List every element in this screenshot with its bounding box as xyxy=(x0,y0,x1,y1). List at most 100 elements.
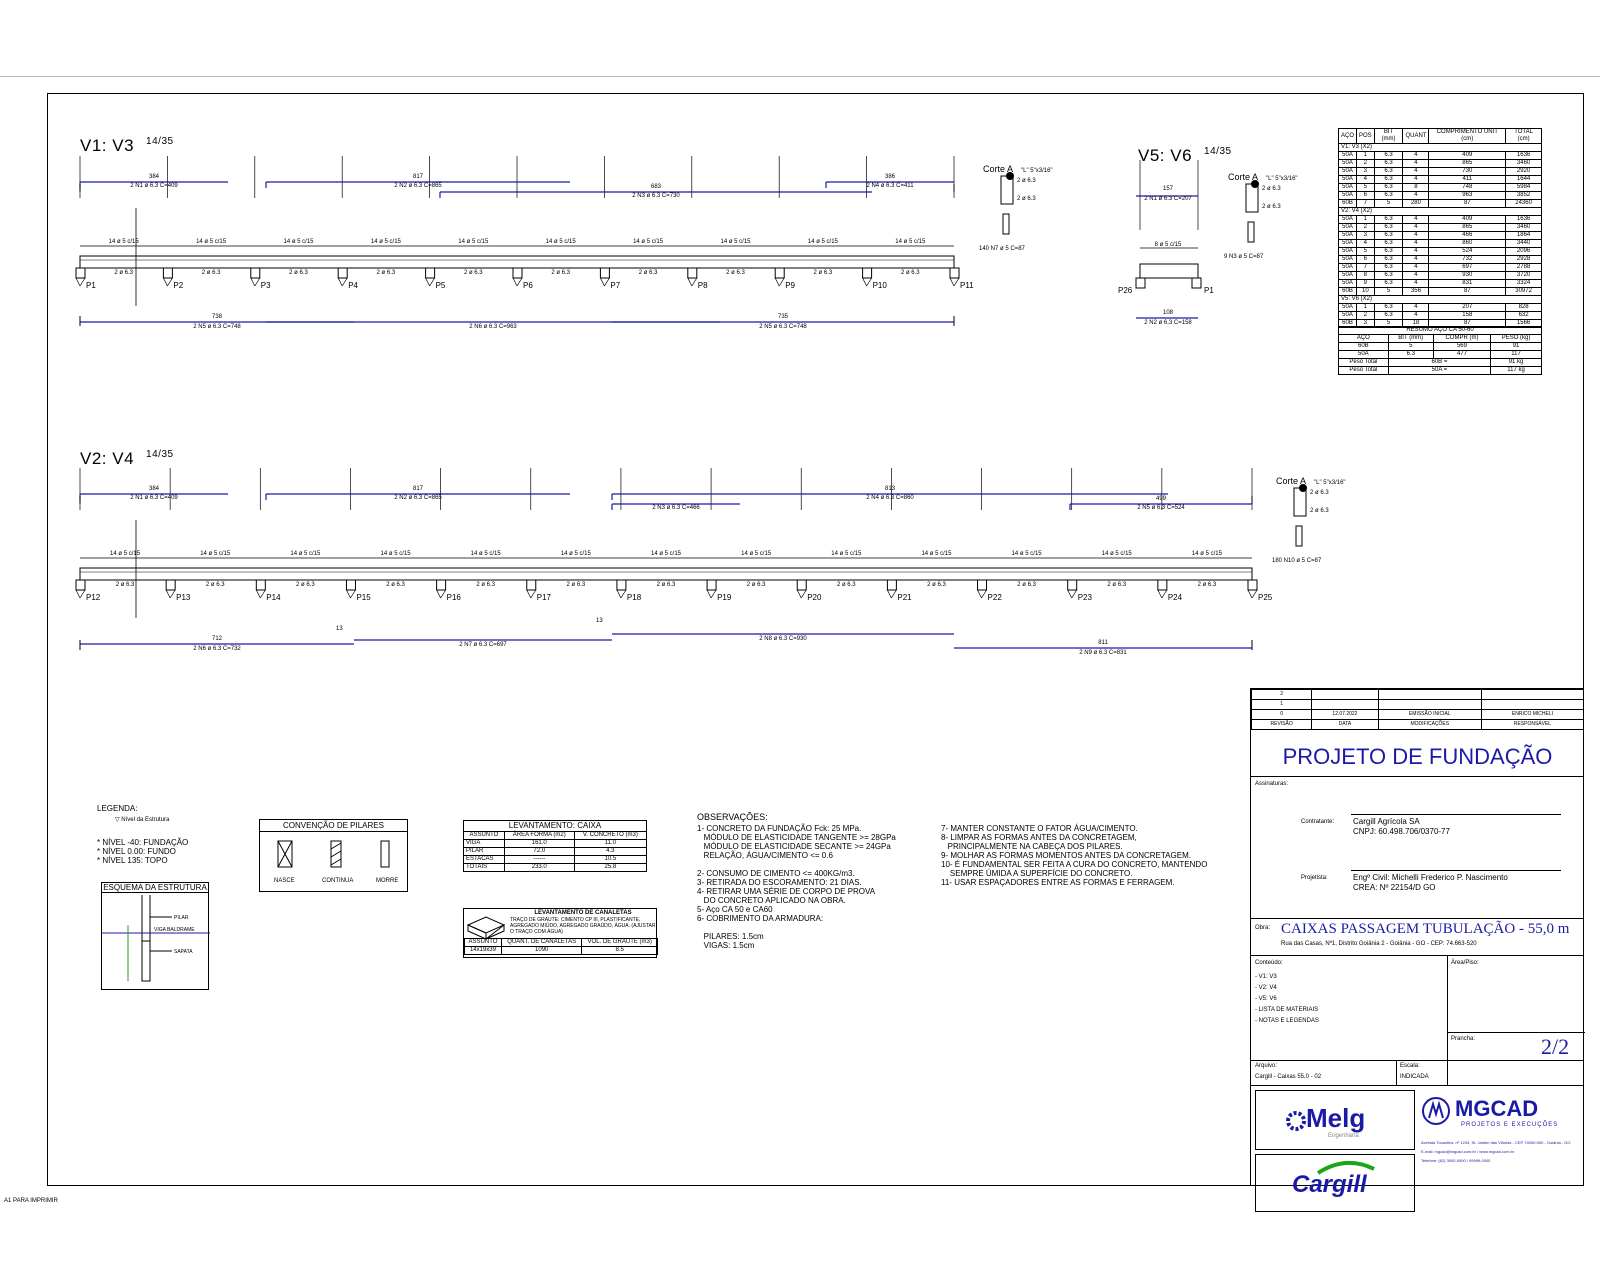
pillar-break xyxy=(800,589,807,599)
pillar-break xyxy=(79,277,86,287)
top-bar-section-label: 2 ø 6.3 xyxy=(201,270,221,276)
obs-item: 2- CONSUMO DE CIMENTO <= 400KG/m3. xyxy=(697,869,855,878)
pillar-break xyxy=(1071,589,1077,599)
pillar-stub xyxy=(512,267,523,279)
stirrup-label: 14 ø 5 c/15 xyxy=(633,239,664,245)
stirrup-label: 14 ø 5 c/15 xyxy=(110,551,141,557)
melg-logo: Melg Engenharia xyxy=(1255,1090,1415,1150)
pillar-stub xyxy=(862,267,873,279)
pillar-stub xyxy=(1067,579,1078,591)
obs-item: 6- COBRIMENTO DA ARMADURA: xyxy=(697,914,824,923)
top-bar-section-label: 2 ø 6.3 xyxy=(1017,582,1036,588)
pillar-stub xyxy=(977,579,988,591)
top-bar-section-label: 2 ø 6.3 xyxy=(551,270,571,276)
sheet-border xyxy=(0,76,1600,1205)
pillar-break xyxy=(167,277,173,287)
top-bar-section-label: 2 ø 6.3 xyxy=(386,582,405,588)
channel-note: TRAÇO DE GRAUTE: CIMENTO CP III, PLASTIF… xyxy=(510,917,656,935)
rebar-label: 2 N5 ø 6.3 C=748 xyxy=(759,324,807,330)
pillar-label: P1 xyxy=(86,281,96,290)
stirrup-label: 14 ø 5 c/15 xyxy=(831,551,862,557)
steel-group-row: V5: V6 (X2) xyxy=(1338,295,1542,304)
pillar-stub xyxy=(165,579,176,591)
pillar-break xyxy=(75,277,81,287)
level-icon: ▽ xyxy=(115,817,120,823)
corte-stirrup xyxy=(1002,213,1010,235)
stirrup-label: 14 ø 5 c/15 xyxy=(650,551,682,557)
top-bar-section-label: 2 ø 6.3 xyxy=(1107,582,1127,588)
stirrup-label: 14 ø 5 c/15 xyxy=(200,551,231,557)
pillar-break xyxy=(436,589,441,599)
pillar-label: P4 xyxy=(348,281,358,290)
pillar-break xyxy=(341,277,348,287)
rebar-dim: 712 xyxy=(211,636,223,642)
pillar-break xyxy=(337,277,343,287)
pillar-break xyxy=(79,589,86,599)
beam-body xyxy=(79,567,1253,581)
steel-group-row: V1: V3 (X2) xyxy=(1338,143,1542,152)
project-title: PROJETO DE FUNDAÇÃO xyxy=(1251,730,1584,777)
rebar-label: 2 N9 ø 6.3 C=831 xyxy=(1079,650,1127,656)
pillar-break xyxy=(1247,589,1253,599)
pillar-break xyxy=(949,277,955,287)
pillar-break xyxy=(710,589,717,599)
pillar-break xyxy=(1157,589,1163,599)
rebar-label: 2 N1 ø 6.3 C=409 xyxy=(130,495,178,501)
mgcad-mark-icon xyxy=(1422,1097,1450,1125)
rebar-dim: 738 xyxy=(211,314,223,320)
file-area: Arquivo: Cargill - Caixas 55,0 - 02 Esca… xyxy=(1251,1061,1584,1086)
gear-icon xyxy=(1286,1111,1306,1131)
stirrup-label: 14 ø 5 c/15 xyxy=(720,239,751,245)
conv-morre: MORRE xyxy=(376,878,399,884)
rebar-dim: 384 xyxy=(148,486,160,492)
corte-stirrup-label: 140 N7 ø 5 C=87 xyxy=(979,246,1025,252)
pillar-label: P15 xyxy=(356,593,371,602)
pillar-stub xyxy=(1157,579,1168,591)
obra-address: Rua das Casas, Nº1, Distrito Goiânia 2 -… xyxy=(1281,941,1477,947)
obs-item: VIGAS: 1.5cm xyxy=(697,941,755,950)
rebar-mark: 13 xyxy=(336,626,343,632)
corte-note: "L" 5"x3/16" xyxy=(1266,176,1298,182)
legend-item: * NÍVEL 0.00: FUNDO xyxy=(97,847,176,856)
pillar-label: P10 xyxy=(872,281,887,290)
rebar-dim: 817 xyxy=(412,174,424,180)
mgcad-info-line: E-mail: mgcad@mgcad.com.br / www.mgcad.c… xyxy=(1421,1149,1515,1154)
pillar-label: P23 xyxy=(1077,593,1092,602)
pillar-stub xyxy=(796,579,807,591)
corte-note: "L" 5"x3/16" xyxy=(1314,480,1346,486)
stirrup-label: 14 ø 5 c/15 xyxy=(380,551,411,557)
top-bar-section-label: 2 ø 6.3 xyxy=(289,270,308,276)
schema-label-pilar: PILAR xyxy=(174,915,189,921)
pillar-break xyxy=(616,589,622,599)
pillar-label: P17 xyxy=(536,593,551,602)
pillar-break xyxy=(530,589,537,599)
arquivo-label: Arquivo: xyxy=(1255,1063,1278,1069)
rebar-dim: 813 xyxy=(884,486,896,492)
stirrup-label: 14 ø 5 c/15 xyxy=(108,239,139,245)
corte-bar-label: 2 ø 6.3 xyxy=(1017,178,1036,184)
pillar-conv-title: CONVENÇÃO DE PILARES xyxy=(260,820,407,832)
conteudo-item: - V2: V4 xyxy=(1255,985,1277,991)
obs-item: 3- RETIRADA DO ESCORAMENTO: 21 DIAS. xyxy=(697,878,862,887)
contratante-label: Contratante: xyxy=(1301,819,1335,825)
pillar-stub xyxy=(1135,277,1146,289)
projetista-crea: CREA: Nº 22154/D GO xyxy=(1353,883,1436,892)
stirrup-label: 14 ø 5 c/15 xyxy=(290,551,321,557)
beam-body xyxy=(1139,263,1199,279)
corte-section xyxy=(1293,487,1307,517)
rebar-label: 2 N5 ø 6.3 C=524 xyxy=(1137,505,1185,511)
projetista-name: Engº Civil: Michelli Frederico P. Nascim… xyxy=(1353,873,1508,882)
pillar-break xyxy=(169,589,176,599)
corte-bar-label: 2 ø 6.3 xyxy=(1017,196,1036,202)
pillar-stub xyxy=(886,579,897,591)
